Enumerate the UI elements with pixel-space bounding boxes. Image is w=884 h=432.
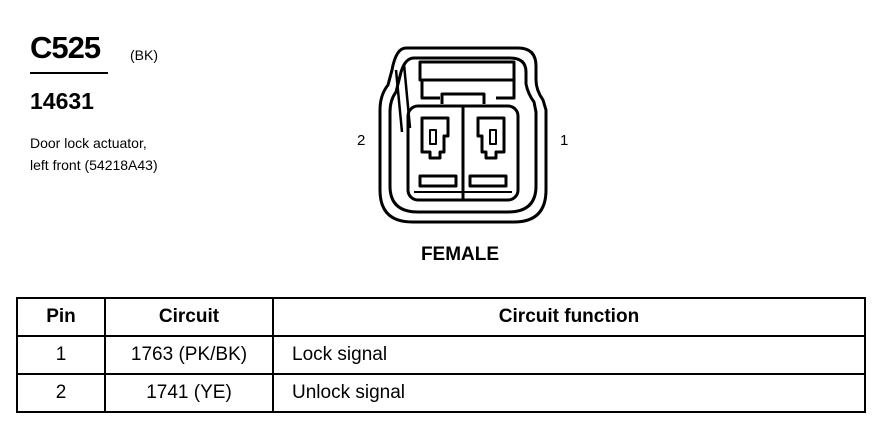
connector-id: C525 [30,30,101,65]
table-row: 1 1763 (PK/BK) Lock signal [16,335,866,375]
cell-pin: 1 [16,335,106,375]
terminal-cavity-1 [476,116,506,160]
cell-pin: 2 [16,373,106,413]
description-line-1: Door lock actuator, [30,135,147,151]
description-line-2: left front (54218A43) [30,157,158,173]
connector-color: (BK) [130,47,158,63]
cell-circuit-function: Unlock signal [272,373,866,413]
bottom-slot-left [418,174,458,188]
header-pin: Pin [16,297,106,337]
pin-label-right: 1 [560,132,569,149]
bottom-slot-right [468,174,508,188]
connector-inner-shell [388,56,538,214]
table-row: 2 1741 (YE) Unlock signal [16,373,866,413]
terminal-cavity-2 [420,116,450,160]
pin-label-left: 2 [357,132,366,149]
connector-outer-shell [378,46,548,224]
cell-circuit: 1741 (YE) [104,373,274,413]
header-circuit-function: Circuit function [272,297,866,337]
table-header-row: Pin Circuit Circuit function [16,297,866,337]
pin-table: Pin Circuit Circuit function 1 1763 (PK/… [16,297,866,413]
locking-tab [418,60,516,82]
connector-face-drawing [378,46,548,224]
latch-slot [440,92,486,104]
header-circuit: Circuit [104,297,274,337]
part-number: 14631 [30,88,94,114]
connector-gender: FEMALE [420,244,500,265]
title-rule [30,72,108,74]
cell-circuit-function: Lock signal [272,335,866,375]
cell-circuit: 1763 (PK/BK) [104,335,274,375]
